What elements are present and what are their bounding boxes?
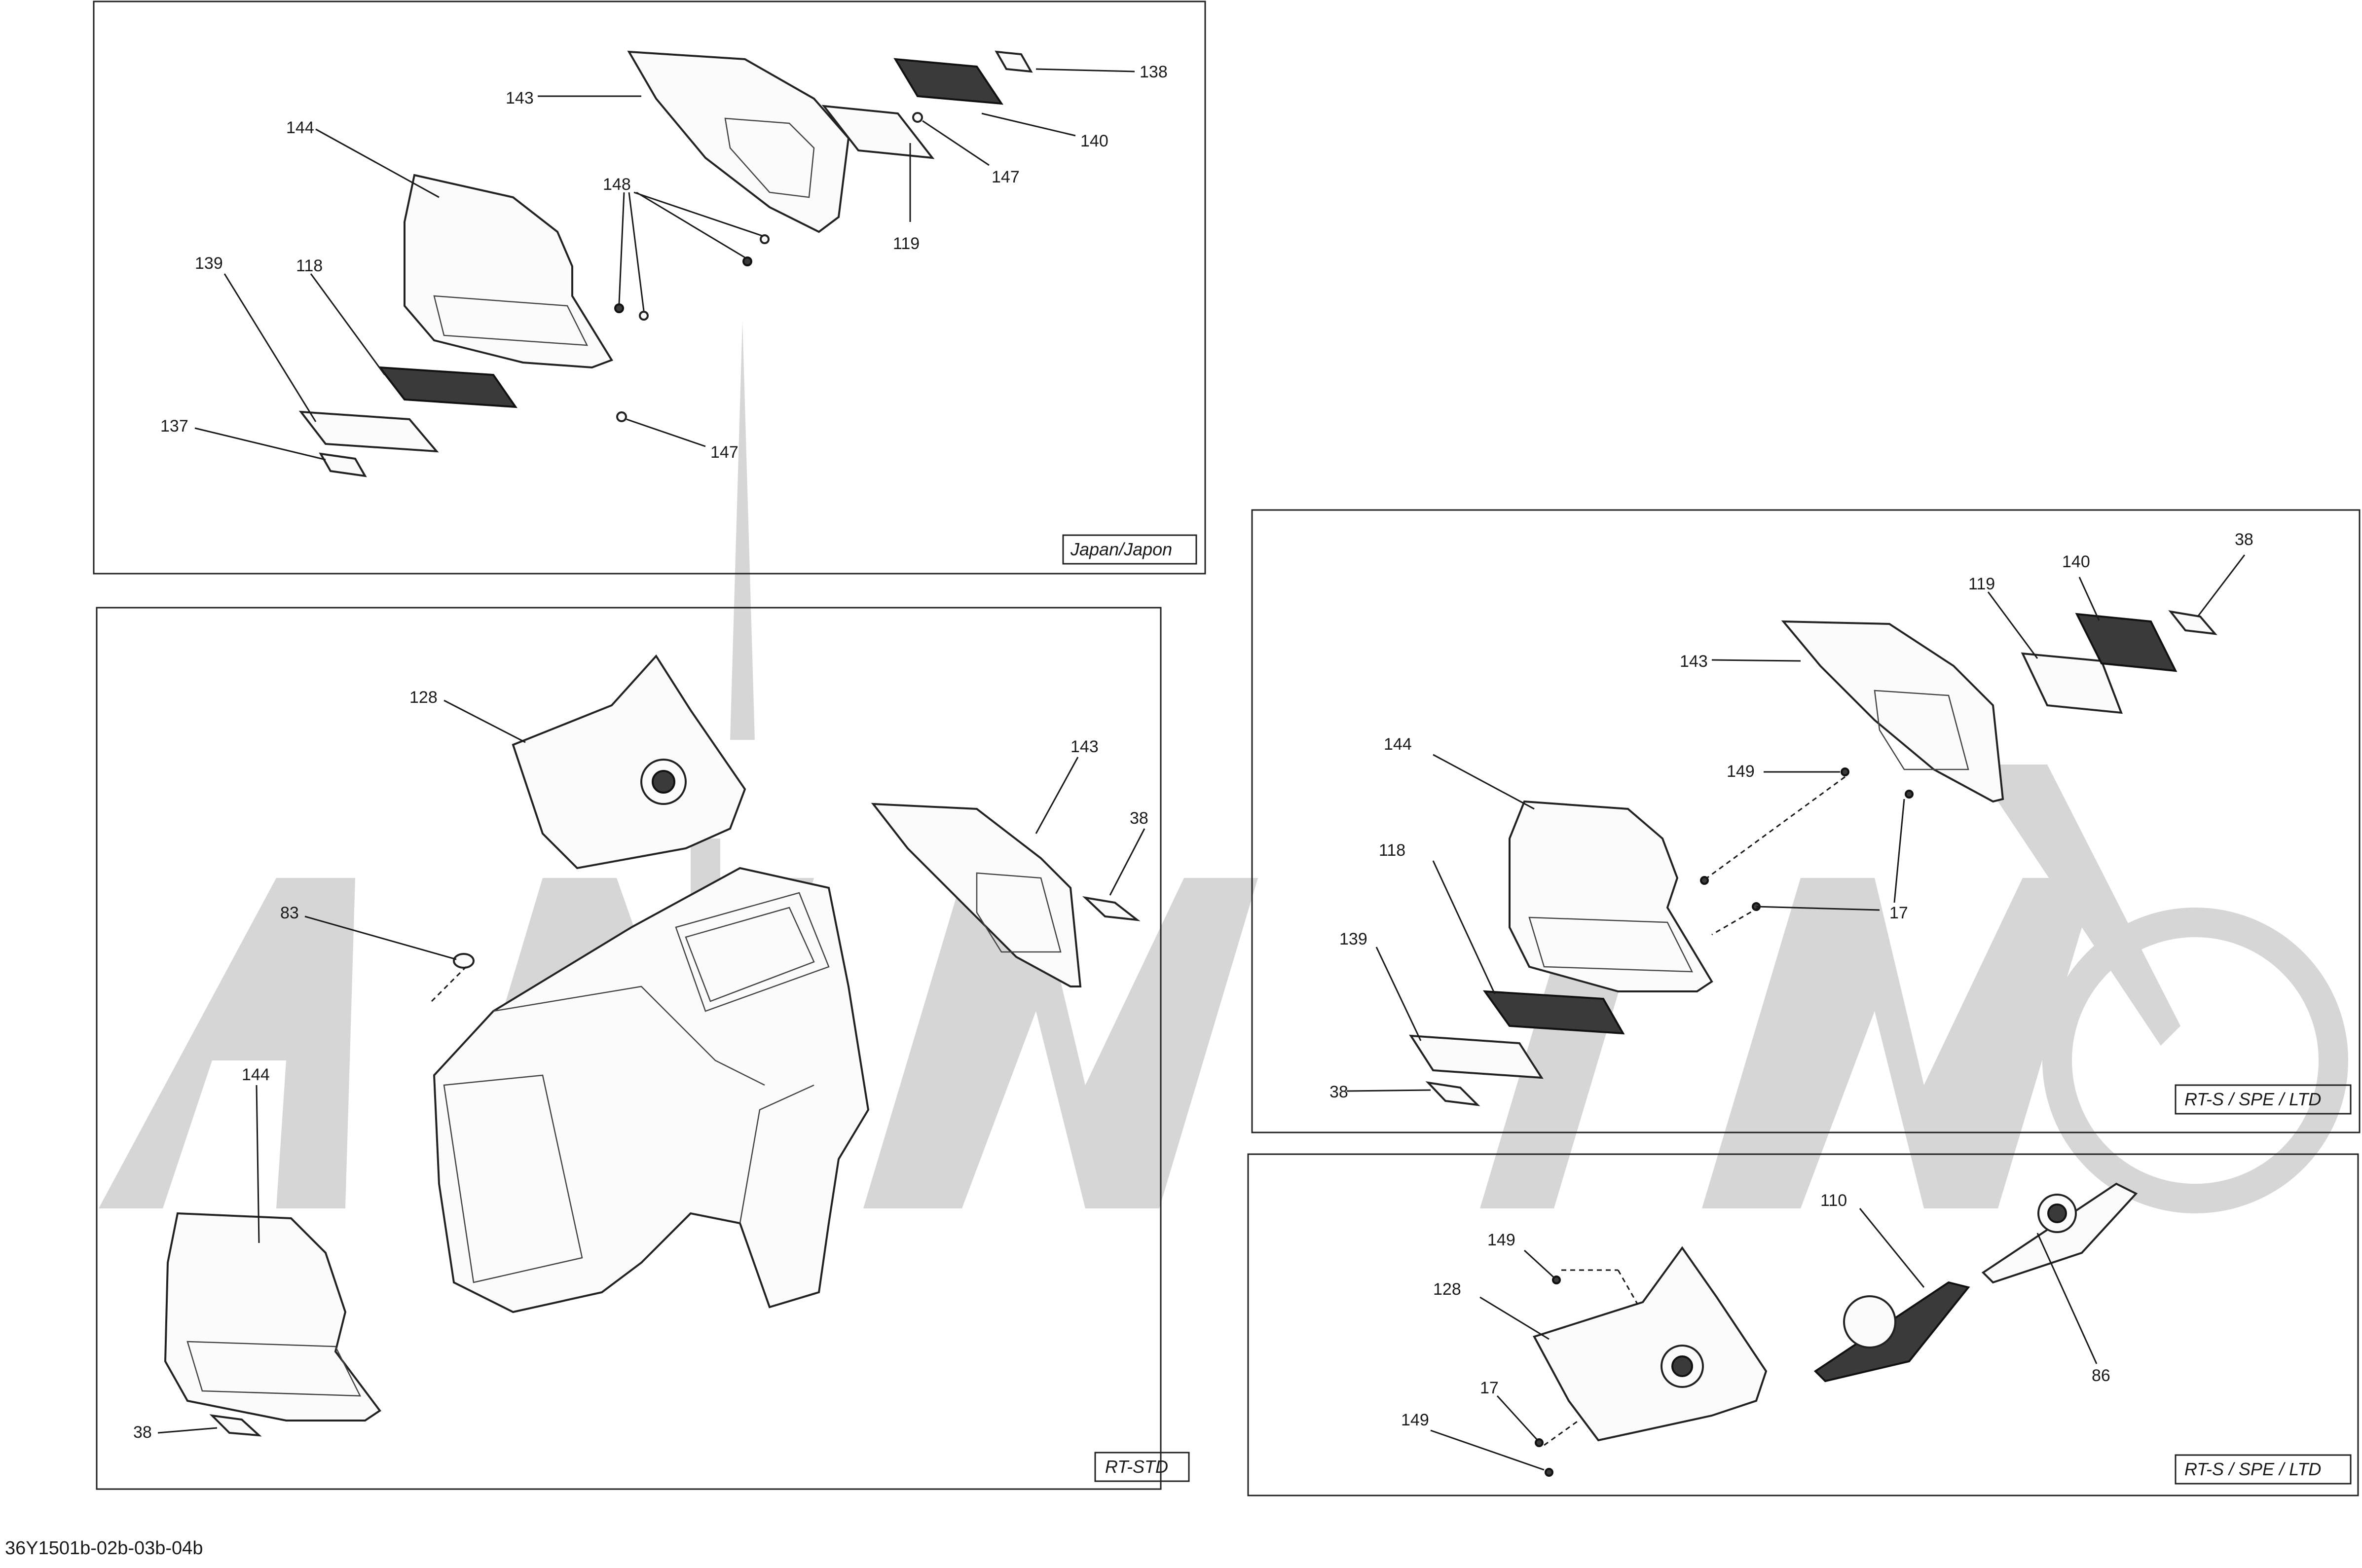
panel-tag: RT-S / SPE / LTD — [2184, 1459, 2321, 1479]
callout-144: 144 — [242, 1065, 270, 1084]
part-128-cover — [512, 654, 746, 870]
part-139-bezel — [1409, 1034, 1544, 1079]
callout-128: 128 — [409, 688, 438, 707]
part-143-shell — [627, 50, 850, 233]
panel-tag-box — [1062, 534, 1197, 565]
callout-143: 143 — [1070, 737, 1099, 756]
panel-tag: Japan/Japon — [1070, 539, 1172, 559]
part-38-lens-lower — [1425, 1081, 1480, 1106]
callout-17: 17 — [1889, 904, 1908, 922]
part-83-plug — [453, 953, 475, 969]
callout-139: 139 — [195, 254, 223, 273]
callout-38: 38 — [1130, 809, 1148, 828]
callout-83: 83 — [280, 904, 299, 922]
callout-144: 144 — [1384, 735, 1412, 754]
callout-38b: 38 — [1329, 1083, 1348, 1101]
callout-110: 110 — [1820, 1191, 1847, 1210]
part-38-lens-lower — [209, 1414, 262, 1437]
part-144-cover — [164, 1212, 381, 1422]
part-143-shell — [1781, 620, 2004, 803]
part-138-lens — [995, 50, 1033, 73]
part-140-bezel — [893, 58, 1003, 105]
panel-rt-s-lower: 110 149 128 86 17 149 RT-S / SPE / LTD — [1247, 1153, 2359, 1496]
callout-128: 128 — [1433, 1280, 1461, 1299]
callout-147b: 147 — [710, 443, 738, 462]
callout-140: 140 — [2062, 552, 2090, 571]
callout-143: 143 — [1680, 652, 1708, 671]
part-137-lens — [319, 452, 367, 477]
callout-149b: 149 — [1401, 1411, 1429, 1429]
callout-140: 140 — [1080, 132, 1108, 150]
callout-138: 138 — [1140, 63, 1168, 81]
part-128-cover — [1533, 1246, 1768, 1442]
callout-118: 118 — [296, 256, 323, 275]
part-144-cover — [404, 174, 613, 369]
part-86-trim — [1981, 1182, 2138, 1284]
panel-tag-box — [2175, 1454, 2352, 1485]
panel-japan: 143 138 140 147 119 148 144 139 118 137 … — [93, 0, 1206, 575]
part-118-bezel — [1482, 990, 1625, 1035]
panel-tag: RT-STD — [1105, 1457, 1168, 1477]
callout-143: 143 — [506, 89, 534, 108]
callout-38b: 38 — [133, 1423, 152, 1442]
callout-139: 139 — [1339, 930, 1367, 948]
part-118-bezel — [377, 366, 518, 408]
callout-147: 147 — [992, 168, 1020, 186]
callout-119: 119 — [1968, 575, 1995, 593]
panel-tag: RT-S / SPE / LTD — [2184, 1089, 2321, 1109]
part-main-housing — [433, 867, 870, 1313]
callout-148: 148 — [603, 175, 631, 194]
diagram-code: 36Y1501b-02b-03b-04b — [5, 1538, 203, 1559]
panel-tag-box — [2175, 1084, 2352, 1115]
panel-rt-s-upper: 38 140 119 143 144 149 118 17 139 38 RT-… — [1251, 509, 2361, 1133]
part-119-bezel — [821, 105, 935, 159]
panel-tag-box — [1094, 1452, 1190, 1482]
callout-149: 149 — [1487, 1231, 1515, 1249]
callout-86: 86 — [2092, 1366, 2110, 1385]
part-38-lens — [2168, 610, 2217, 635]
part-139-bezel — [298, 410, 439, 453]
callout-17: 17 — [1480, 1379, 1499, 1397]
part-144-cover — [1509, 800, 1713, 992]
callout-38: 38 — [2235, 530, 2253, 549]
callout-118: 118 — [1379, 841, 1405, 860]
part-119-bezel — [2021, 652, 2123, 714]
callout-137: 137 — [160, 417, 188, 436]
callout-149: 149 — [1727, 762, 1755, 781]
part-140-bezel — [2075, 613, 2177, 672]
callout-119: 119 — [893, 234, 920, 253]
panel-rt-std: 128 143 38 83 144 38 RT-STD — [96, 607, 1190, 1490]
callout-144: 144 — [286, 118, 314, 137]
part-38-lens — [1082, 896, 1141, 921]
